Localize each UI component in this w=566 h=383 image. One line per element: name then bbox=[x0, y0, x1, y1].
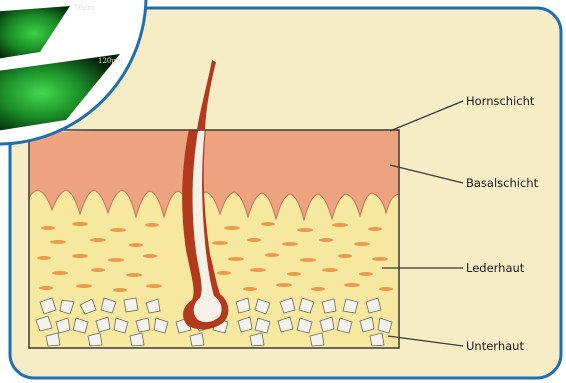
label-lederhaut: Lederhaut bbox=[466, 261, 525, 275]
label-unterhaut: Unterhaut bbox=[466, 339, 524, 353]
label-basalschicht: Basalschicht bbox=[466, 176, 539, 190]
scale-label-120um: 120µm bbox=[98, 57, 123, 65]
scale-label-70um: 70µm bbox=[74, 4, 94, 12]
label-hornschicht: Hornschicht bbox=[466, 94, 535, 108]
